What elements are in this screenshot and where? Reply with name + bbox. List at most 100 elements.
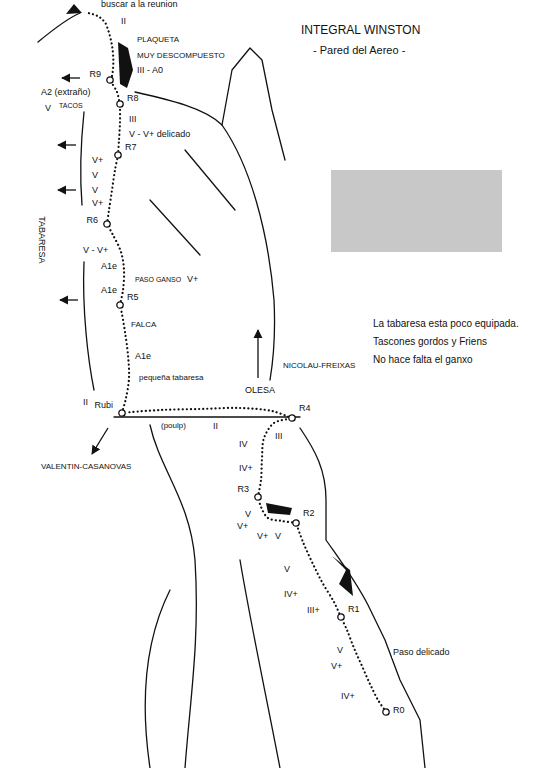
grade-label: III [128,115,138,125]
wall-edge [150,425,196,768]
belay-station: R9 [106,76,114,84]
shadow-area [266,503,292,515]
grade-label: A1e [100,262,118,272]
belay-circle [289,415,295,421]
crack [150,200,200,255]
grade-label: V+ [236,522,249,532]
grade-label: A1e [134,352,152,362]
belay-station: R1 [337,613,345,621]
belay-circle-frame [254,493,262,501]
ledge-line [114,416,300,417]
belay-station: R2 [292,519,300,527]
belay-circle-frame [114,151,122,159]
direction-arrow [92,428,108,454]
spire-outline [222,48,285,160]
wall-edge [300,428,425,768]
belay-circle-frame [103,220,111,228]
belay-circle [104,221,110,227]
belay-circle-frame [116,100,124,108]
grade-label: buscar a la reunion [100,0,179,10]
crack [240,560,280,768]
grade-label: V [274,532,282,542]
note-text: No hace falta el ganxo [372,354,474,365]
grade-label: - Pared del Aereo - [312,44,406,56]
direction-arrow [60,299,78,300]
grade-label: V+ [330,662,343,672]
belay-station: R5 [116,301,124,309]
grade-label: III+ [306,606,321,616]
grade-label: A1e [100,286,118,296]
grade-label: III - A0 [136,66,164,76]
route-line [108,159,118,220]
grade-label: V+ [91,199,104,209]
grade-label: II [82,398,89,408]
grade-label: Paso delicado [392,648,451,658]
direction-arrow [257,330,258,378]
grade-label: pequeña tabaresa [138,374,205,383]
grade-label: A2 (extraño) [40,88,92,98]
belay-label: R1 [347,605,361,615]
grade-label: V [244,510,252,520]
grade-label: OLESA [244,386,276,396]
grade-label: V [44,104,52,114]
grade-label: (poulp) [160,422,187,431]
belay-circle [117,101,123,107]
grade-label: IV+ [340,692,356,702]
belay-station: R7 [114,151,122,159]
grade-label: PLAQUETA [136,36,180,45]
grade-label: V [336,646,344,656]
grade-label: TACOS [58,102,84,110]
route-line [118,108,120,151]
belay-station: R3 [254,493,262,501]
direction-arrow [58,189,76,190]
summit-ridge [38,13,80,42]
grade-label: PASO GANSO [134,276,182,284]
grade-label: V - V+ [82,246,109,256]
belay-label: R9 [88,70,102,80]
belay-station: R0 [382,708,390,716]
belay-circle [107,77,113,83]
grade-label: V - V+ delicado [128,130,191,140]
belay-label: R2 [302,509,316,519]
belay-circle-frame [292,519,300,527]
belay-circle [117,302,123,308]
belay-circle-frame [116,301,124,309]
belay-label: R8 [126,94,140,104]
route-line [297,527,339,614]
belay-label: R4 [298,404,312,414]
belay-label: R3 [236,485,250,495]
direction-arrow [62,77,80,78]
belay-circle [293,520,299,526]
belay-station: R8 [116,100,124,108]
belay-circle [119,410,125,416]
grade-label: V [91,186,99,196]
title: INTEGRAL WINSTON [300,24,421,37]
grade-label: IV [238,440,249,450]
belay-station: R6 [103,220,111,228]
belay-circle [338,614,344,620]
summit-marker [66,4,82,14]
belay-circle-frame [337,613,345,621]
note-text: La tabaresa esta poco equipada. [372,318,520,329]
belay-station: Rubi [118,409,126,417]
grade-label: TABARESA [35,215,45,264]
belay-circle-frame [118,409,126,417]
grade-label: V [283,565,291,575]
grade-label: VALENTIN-CASANOVAS [40,463,132,472]
grade-label: IV+ [283,590,299,600]
grade-label: NICOLAU-FREIXAS [282,362,356,371]
belay-label: R6 [85,216,99,226]
belay-circle-frame [382,708,390,716]
grade-label: V+ [91,156,104,166]
belay-circle [255,494,261,500]
grade-label: FALCA [130,321,157,330]
tower-outline [145,590,170,768]
wall-edge [84,262,94,390]
belay-station: R4 [288,414,296,422]
grade-label: III [274,432,284,442]
shadow-area [332,556,353,596]
belay-label: R0 [392,706,406,716]
